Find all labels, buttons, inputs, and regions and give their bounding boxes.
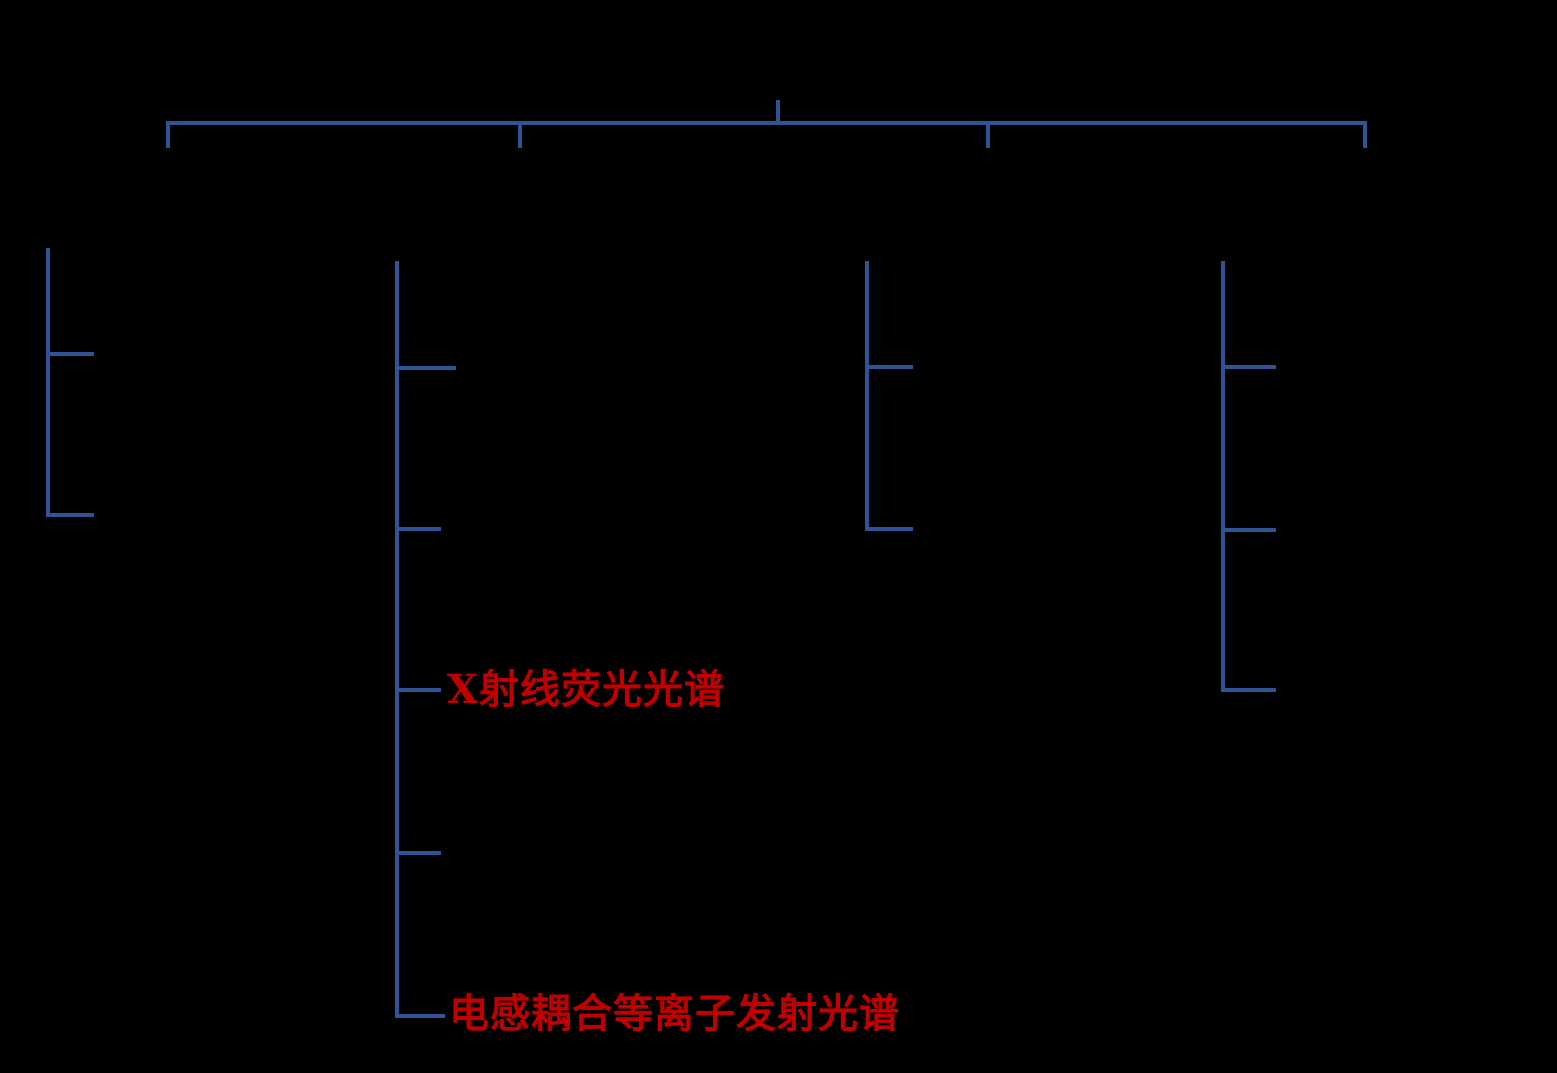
branch4-tick-3 xyxy=(1221,688,1276,692)
branch3-tick-2 xyxy=(865,527,913,531)
branch2-tick-3 xyxy=(395,688,441,692)
branch2-tick-4 xyxy=(395,851,441,855)
branch1-header-stub xyxy=(166,121,170,148)
branch2-header-stub xyxy=(518,121,522,148)
branch4-bracket-line xyxy=(1221,261,1225,692)
branch3-bracket-line xyxy=(865,261,869,531)
branch2-bracket-line xyxy=(395,261,399,1018)
branch3-tick-1 xyxy=(865,365,913,369)
branch1-bracket-line xyxy=(46,248,50,517)
branch4-header-stub xyxy=(1363,121,1367,148)
branch3-header-stub xyxy=(986,121,990,148)
branch4-tick-2 xyxy=(1221,528,1276,532)
level1-horizontal-connector xyxy=(168,121,1367,125)
branch4-tick-1 xyxy=(1221,365,1276,369)
branch2-tick-5 xyxy=(395,1014,445,1018)
label-xrf-spectroscopy: X射线荧光光谱 xyxy=(447,666,726,713)
root-connector-stub xyxy=(776,100,780,125)
branch1-tick-2 xyxy=(46,513,94,517)
branch2-tick-2 xyxy=(395,527,441,531)
branch1-tick-1 xyxy=(46,352,94,356)
branch2-tick-1 xyxy=(395,366,456,370)
label-icp-emission-spectroscopy: 电感耦合等离子发射光谱 xyxy=(449,990,900,1037)
